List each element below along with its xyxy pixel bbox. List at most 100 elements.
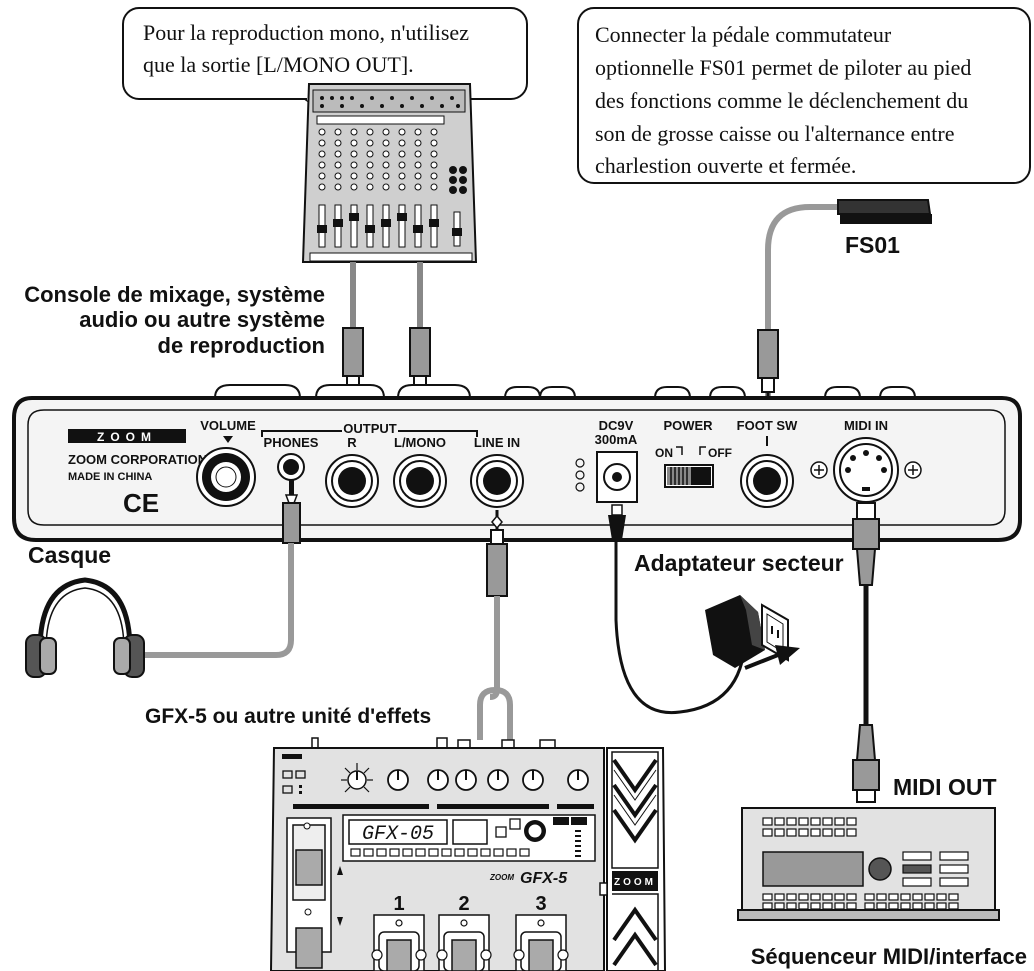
sequencer-key [810,828,821,837]
gfx-expression-pedal-right: ZOOM [599,747,667,971]
sequencer-key [810,902,821,910]
sequencer-key [864,893,875,901]
callout-mono-line-2: que la sortie [L/MONO OUT]. [143,52,414,77]
midi-sequencer [737,807,1000,921]
zoom-logo-text: ZOOM [97,430,157,444]
sequencer-key [936,893,947,901]
mixer-channel-strip [333,128,343,248]
sequencer-key [948,902,959,910]
ce-mark: CE [123,488,159,518]
sequencer-key [834,893,845,901]
phones-jack[interactable] [277,453,305,481]
gfx-pedal-3-label: 3 [535,893,546,915]
midi-screw-right-icon [904,461,922,479]
adapter-cable [608,504,747,715]
r-label: R [347,435,357,450]
gfx-knob [455,769,477,791]
sequencer-key [888,893,899,901]
gfx-footswitch [371,914,427,971]
callout-mono-line-1: Pour la reproduction mono, n'utilisez [143,20,469,45]
sequencer-key [822,828,833,837]
sequencer-key [774,893,785,901]
gfx-pedal-2-label: 2 [458,893,469,915]
mixer-channel-strip [397,128,407,248]
ma-label: 300mA [595,432,638,447]
gfx-footswitch [513,914,569,971]
gfx-pedal-1-label: 1 [393,893,404,915]
sequencer-key [822,817,833,826]
sequencer-key [912,902,923,910]
gfx-button [363,848,374,857]
mixer-label-line-3: de reproduction [158,333,325,358]
mixer-channel-strip [381,128,391,248]
sequencer-key [762,828,773,837]
sequencer-key [786,893,797,901]
sequencer-key [888,902,899,910]
mixer-label-line-2: audio ou autre système [79,307,325,332]
effects-label: GFX-5 ou autre unité d'effets [145,705,431,728]
gfx-button [454,848,465,857]
mixer-channel-strip [413,128,423,248]
sequencer-key [900,902,911,910]
gfx-button [350,848,361,857]
sequencer-key [846,828,857,837]
gfx-knob [427,769,449,791]
callout-fs-line-2: optionnelle FS01 permet de piloter au pi… [595,55,971,80]
sequencer-key [936,902,947,910]
gfx-button [389,848,400,857]
sequencer-key [810,817,821,826]
sequencer-key [762,893,773,901]
mixer-channel-strip [317,128,327,248]
gfx-button [493,848,504,857]
callout-fs-line-1: Connecter la pédale commutateur [595,22,892,47]
lmono-label: L/MONO [394,435,446,450]
power-label: POWER [663,418,713,433]
made-in-label: MADE IN CHINA [68,471,152,483]
callout-footswitch: Connecter la pédale commutateur optionne… [577,7,1031,184]
sequencer-key [810,893,821,901]
gfx-button [467,848,478,857]
sequencer-key [876,902,887,910]
output-label: OUTPUT [343,421,397,436]
mixer-label-line-1: Console de mixage, système [24,282,325,307]
plug-in-arrow-icon [744,645,800,670]
midi-out-label: MIDI OUT [893,774,997,800]
mixer-channel-strip [365,128,375,248]
output-lmono-jack[interactable] [393,454,447,508]
dc-jack[interactable] [596,451,638,503]
sequencer-key [774,828,785,837]
midi-in-jack[interactable] [833,437,899,503]
sequencer-key [798,828,809,837]
gfx-knob [487,769,509,791]
callout-fs-line-5: charlestion ouverte et fermée. [595,153,856,178]
headphones-cable [140,480,301,658]
output-r-jack[interactable] [325,454,379,508]
sequencer-key [864,902,875,910]
fs01-footswitch [757,199,932,412]
sequencer-key [822,893,833,901]
midi-screw-left-icon [810,461,828,479]
foot-sw-jack[interactable] [740,454,794,508]
gfx-button [441,848,452,857]
power-off-label: OFF [708,446,732,460]
line-in-jack[interactable] [470,454,524,508]
volume-knob[interactable] [196,447,256,507]
sequencer-key [762,817,773,826]
headphones-icon [25,577,145,678]
sequencer-key [924,902,935,910]
sequencer-key [900,893,911,901]
sequencer-key [834,902,845,910]
sequencer-key [762,902,773,910]
power-switch[interactable] [664,464,714,488]
power-adapter-icon [705,595,789,668]
corp-label: ZOOM CORPORATION [68,452,207,467]
gfx-button [506,848,517,857]
sequencer-key [834,828,845,837]
sequencer-key [876,893,887,901]
gfx-display: GFX-05 [362,823,434,846]
adapter-label: Adaptateur secteur [634,550,844,576]
line-in-label: LINE IN [474,435,520,450]
midi-in-label: MIDI IN [844,418,888,433]
sequencer-key [822,902,833,910]
sequencer-key [786,817,797,826]
